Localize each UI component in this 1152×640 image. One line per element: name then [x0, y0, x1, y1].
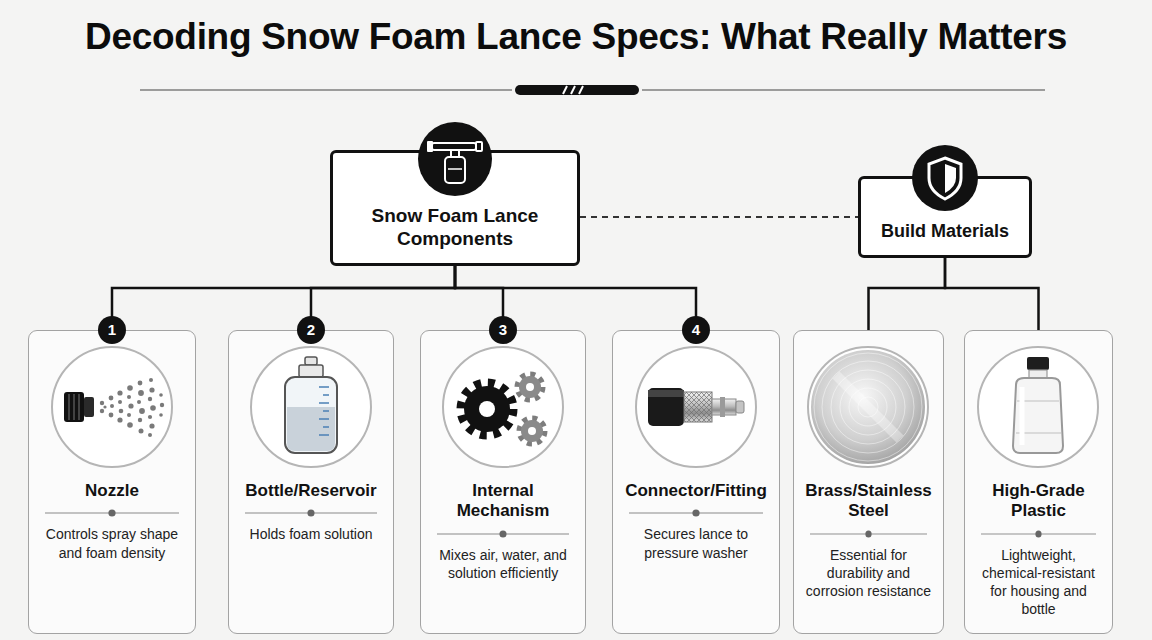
callout-circle: 2 [297, 316, 325, 344]
divider [981, 529, 1096, 539]
icon [251, 347, 371, 467]
title-rule [140, 85, 1045, 95]
divider [629, 508, 763, 518]
divider-line [245, 510, 377, 517]
icon-illustration [441, 345, 565, 469]
component-card: Brass/Stainless SteelEssential for durab… [793, 330, 944, 634]
callout-circle: 4 [682, 316, 710, 344]
icon [52, 347, 172, 467]
category-label: Build Materials [871, 221, 1019, 243]
icon-illustration [912, 145, 978, 211]
icon-illustration [634, 345, 758, 469]
icon [808, 347, 928, 467]
category-label: Snow Foam Lance Components [343, 205, 567, 251]
component-heading: Bottle/Reservoir [238, 481, 384, 501]
component-description: Controls spray shape and foam density [38, 525, 186, 561]
callout-number: 4 [692, 321, 700, 338]
component-heading: High-Grade Plastic [974, 481, 1103, 522]
rule-slash [571, 86, 575, 94]
component-heading: Internal Mechanism [430, 481, 576, 522]
dashed-connector [580, 216, 858, 218]
component-card: NozzleControls spray shape and foam dens… [28, 330, 196, 634]
title-wrap: Decoding Snow Foam Lance Specs: What Rea… [0, 16, 1152, 58]
component-card: Internal MechanismMixes air, water, and … [420, 330, 586, 634]
component-card: High-Grade PlasticLightweight, chemical-… [964, 330, 1113, 634]
callout-number: 2 [307, 321, 315, 338]
divider-line [629, 510, 763, 517]
icon-illustration [806, 345, 930, 469]
component-heading: Brass/Stainless Steel [803, 481, 934, 522]
icon [418, 122, 492, 196]
tree-connector [869, 258, 946, 330]
callout-number: 1 [108, 321, 116, 338]
category-box: Build Materials [858, 176, 1032, 258]
component-description: Essential for durability and corrosion r… [803, 546, 934, 601]
icon [636, 347, 756, 467]
divider-line [981, 530, 1096, 537]
rule-slash [563, 86, 567, 94]
divider [437, 529, 569, 539]
callout-number: 3 [499, 321, 507, 338]
callout-circle: 3 [489, 316, 517, 344]
title: Decoding Snow Foam Lance Specs: What Rea… [85, 16, 1067, 57]
component-card: Bottle/ReservoirHolds foam solution [228, 330, 394, 634]
divider-line [45, 510, 179, 517]
component-heading: Nozzle [38, 481, 186, 501]
icon [912, 145, 978, 211]
tree-connector [311, 266, 455, 330]
icon [443, 347, 563, 467]
callout-circle: 1 [98, 316, 126, 344]
divider-line [437, 530, 569, 537]
icon-illustration [50, 345, 174, 469]
component-heading: Connector/Fitting [622, 481, 770, 501]
icon-illustration [418, 122, 492, 196]
icon-illustration [249, 345, 373, 469]
rule-line [642, 89, 1045, 90]
tree-connector [945, 258, 1039, 330]
rule-slash [579, 86, 583, 94]
rule-ornament [515, 85, 639, 95]
divider [45, 508, 179, 518]
component-description: Mixes air, water, and solution efficient… [430, 546, 576, 582]
component-description: Secures lance to pressure washer [622, 525, 770, 561]
divider-line [810, 530, 927, 537]
component-description: Lightweight, chemical-resistant for hous… [974, 546, 1103, 619]
rule-line [140, 89, 512, 90]
tree-connector [112, 266, 455, 330]
component-description: Holds foam solution [238, 525, 384, 543]
divider [810, 529, 927, 539]
category-box: Snow Foam Lance Components [330, 150, 580, 266]
divider [245, 508, 377, 518]
component-card: Connector/FittingSecures lance to pressu… [612, 330, 780, 634]
icon-illustration [976, 345, 1100, 469]
icon [978, 347, 1098, 467]
